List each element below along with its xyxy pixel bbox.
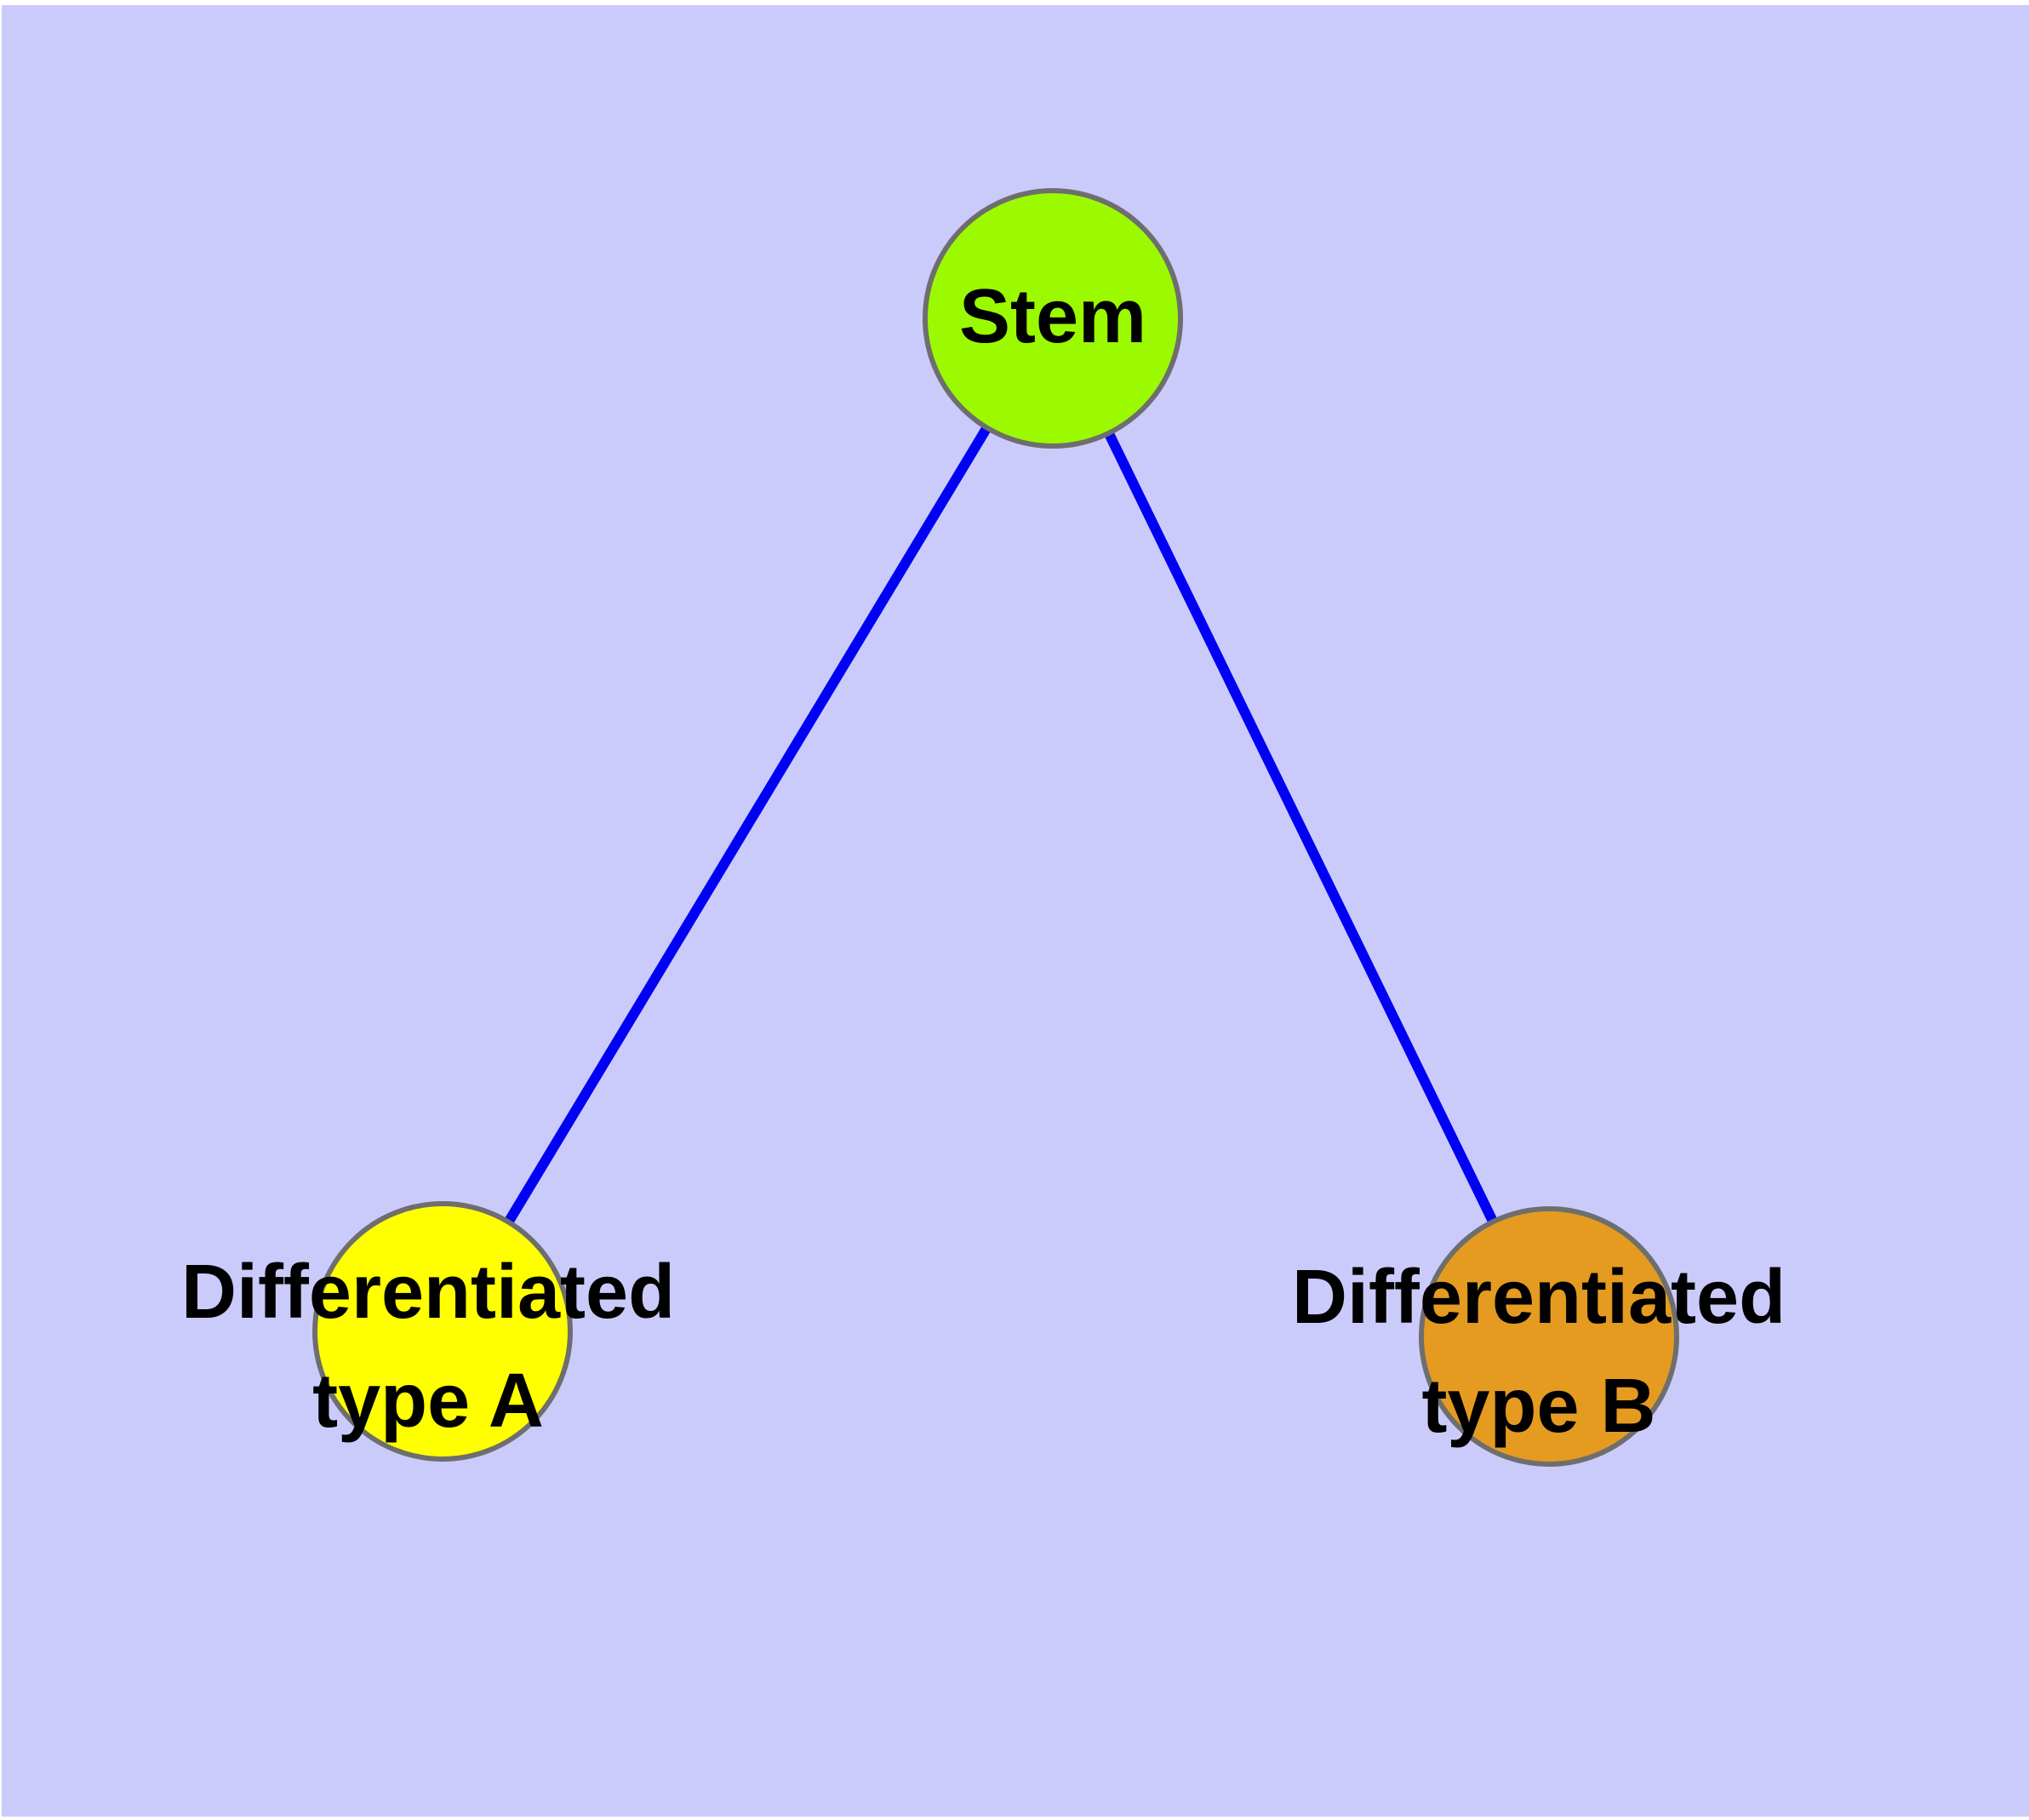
edge-stem-to-type-b: [1048, 316, 1554, 1339]
node-differentiated-type-a: [312, 1201, 573, 1462]
node-differentiated-type-b: [1419, 1206, 1679, 1467]
edge-stem-to-type-a: [437, 315, 1058, 1335]
node-label-differentiated-type-a: Differentiated type A: [180, 1250, 676, 1444]
node-stem: [923, 188, 1183, 449]
node-label-stem: Stem: [958, 274, 1147, 360]
node-label-differentiated-type-b: Differentiated type B: [1291, 1255, 1786, 1449]
